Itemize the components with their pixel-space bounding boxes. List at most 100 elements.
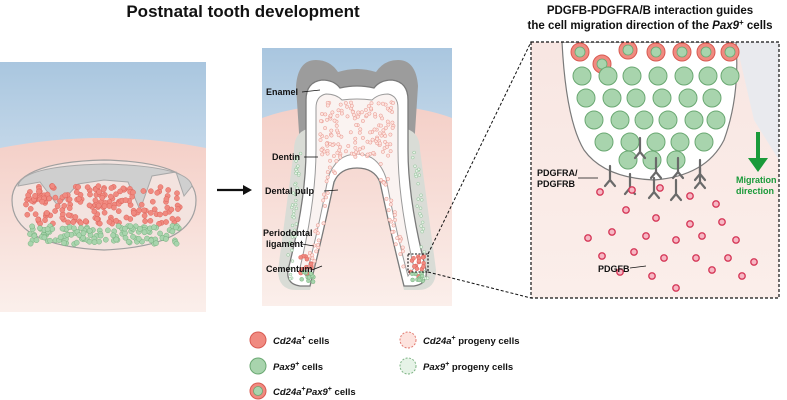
pax9-cell [33, 237, 40, 243]
cd24a-cell [151, 206, 158, 213]
cd24a-progeny-cell [353, 136, 358, 141]
cd24a-progeny-cell [325, 170, 330, 175]
pax9-progeny-cell [288, 232, 293, 236]
pax9-progeny-cell [288, 242, 292, 247]
cd24a-progeny-cell [369, 106, 374, 111]
pax9-cell [105, 227, 111, 234]
pax9-progeny-cell [288, 266, 293, 271]
cd24a-progeny-cell [398, 252, 403, 257]
cd24a-cell [147, 210, 154, 216]
cd24a-progeny-cell [383, 139, 388, 144]
cd24a-progeny-cell [345, 114, 350, 119]
cd24a-cell [147, 217, 154, 224]
pax9-progeny-cell [292, 212, 296, 216]
cd24a-progeny-cell [401, 264, 406, 269]
pax9-progeny-cell [292, 209, 296, 213]
double-positive-cell-core [724, 46, 736, 58]
legend-item-pax9-progeny: Pax9+ progeny cells [399, 357, 513, 375]
pax9-progeny-cell [421, 227, 426, 231]
pax9-cell [706, 110, 726, 130]
cd24a-cell [62, 192, 68, 199]
cd24a-progeny-cell [380, 149, 385, 154]
pax9-cell [602, 88, 622, 108]
pax9-cell [646, 132, 666, 152]
cd24a-cell [123, 214, 130, 221]
cd24a-cell [78, 220, 84, 226]
tooth-cells [286, 100, 430, 284]
double-positive-cell-core [676, 46, 688, 58]
cd24a-progeny-cell [353, 145, 358, 150]
pax9-progeny-cell [290, 223, 295, 228]
cd24a-cell [84, 184, 91, 190]
cd24a-cell [136, 207, 143, 214]
cd24a-progeny-cell [391, 100, 396, 105]
pax9-cell [125, 238, 132, 245]
pdgfb-ligand [686, 192, 694, 200]
pax9-cell [626, 88, 646, 108]
pax9-cell [115, 223, 122, 229]
cd24a-cell [72, 214, 79, 220]
cd24a-progeny-cell [323, 204, 328, 208]
cd24a-progeny-cell [332, 118, 337, 123]
cd24a-progeny-cell [320, 152, 325, 157]
cd24a-progeny-cell [315, 223, 320, 228]
cd24a-progeny-cell [383, 126, 388, 130]
cd24a-progeny-cell [355, 114, 360, 119]
pdgfb-ligand [630, 248, 638, 256]
pax9-cell [59, 225, 66, 232]
pax9-progeny-cell [294, 167, 298, 172]
pax9-progeny-cell [413, 164, 417, 168]
pax9-cell [64, 231, 70, 238]
cd24a-progeny-cell [325, 103, 330, 108]
pax9-cell [61, 240, 67, 246]
svg-text:Pax9+ cells: Pax9+ cells [273, 361, 323, 373]
cd24a-progeny-cell [357, 130, 362, 135]
pax9-cell [80, 230, 87, 237]
receptor-glyph [633, 136, 647, 160]
cd24a-cell [141, 207, 147, 214]
pdgfb-ligands [584, 184, 758, 292]
cd24a-progeny-cell [377, 141, 382, 146]
pdgfb-ligand [656, 184, 664, 192]
pax9-cell [698, 66, 718, 86]
cd24a-cell [156, 220, 162, 227]
cd24a-cell [142, 218, 148, 224]
pax9-progeny-cell [292, 216, 296, 220]
cd24a-progeny-cell [386, 153, 391, 158]
cd24a-cell [122, 197, 129, 203]
pax9-cell [44, 226, 51, 232]
pax9-cell [594, 132, 614, 152]
cd24a-progeny-cell [380, 101, 385, 106]
pax9-progeny-cell [426, 276, 430, 280]
cd24a-cell [106, 203, 113, 209]
receptor-glyph [669, 178, 683, 202]
tooth-germ-panel [0, 62, 206, 312]
cd24a-progeny-cell [369, 101, 374, 106]
cd24a-cell [411, 256, 416, 261]
pax9-cell [674, 66, 694, 86]
cd24a-progeny-cell [325, 175, 330, 180]
pax9-cell [684, 110, 704, 130]
pdgfb-ligand [660, 254, 668, 262]
cd24a-progeny-cell [338, 145, 343, 150]
pax9-cell [78, 225, 84, 231]
pdgfb-ligand [642, 232, 650, 240]
pax9-progeny-cell [295, 156, 300, 161]
label-enamel: Enamel [266, 87, 298, 97]
label-cementum: Cementum [266, 264, 313, 274]
cd24a-progeny-cell [316, 238, 321, 243]
cd24a-progeny-cell [368, 140, 373, 145]
pdgfb-ligand [712, 200, 720, 208]
pax9-progeny-cell [421, 220, 425, 224]
legend-item-double-positive: Cd24a+Pax9+ cells [249, 382, 356, 400]
cd24a-progeny-cell [353, 140, 358, 145]
cd24a-cell [46, 195, 53, 202]
cd24a-progeny-cell [386, 177, 390, 181]
pax9-cell [670, 132, 690, 152]
zoom-tissue-top [531, 42, 779, 160]
cd24a-cell [91, 208, 98, 215]
pax9-cell [678, 88, 698, 108]
pdgfb-ligand [584, 234, 592, 242]
double-positive-cell-core [574, 46, 586, 58]
cd24a-progeny-cell [313, 229, 318, 234]
